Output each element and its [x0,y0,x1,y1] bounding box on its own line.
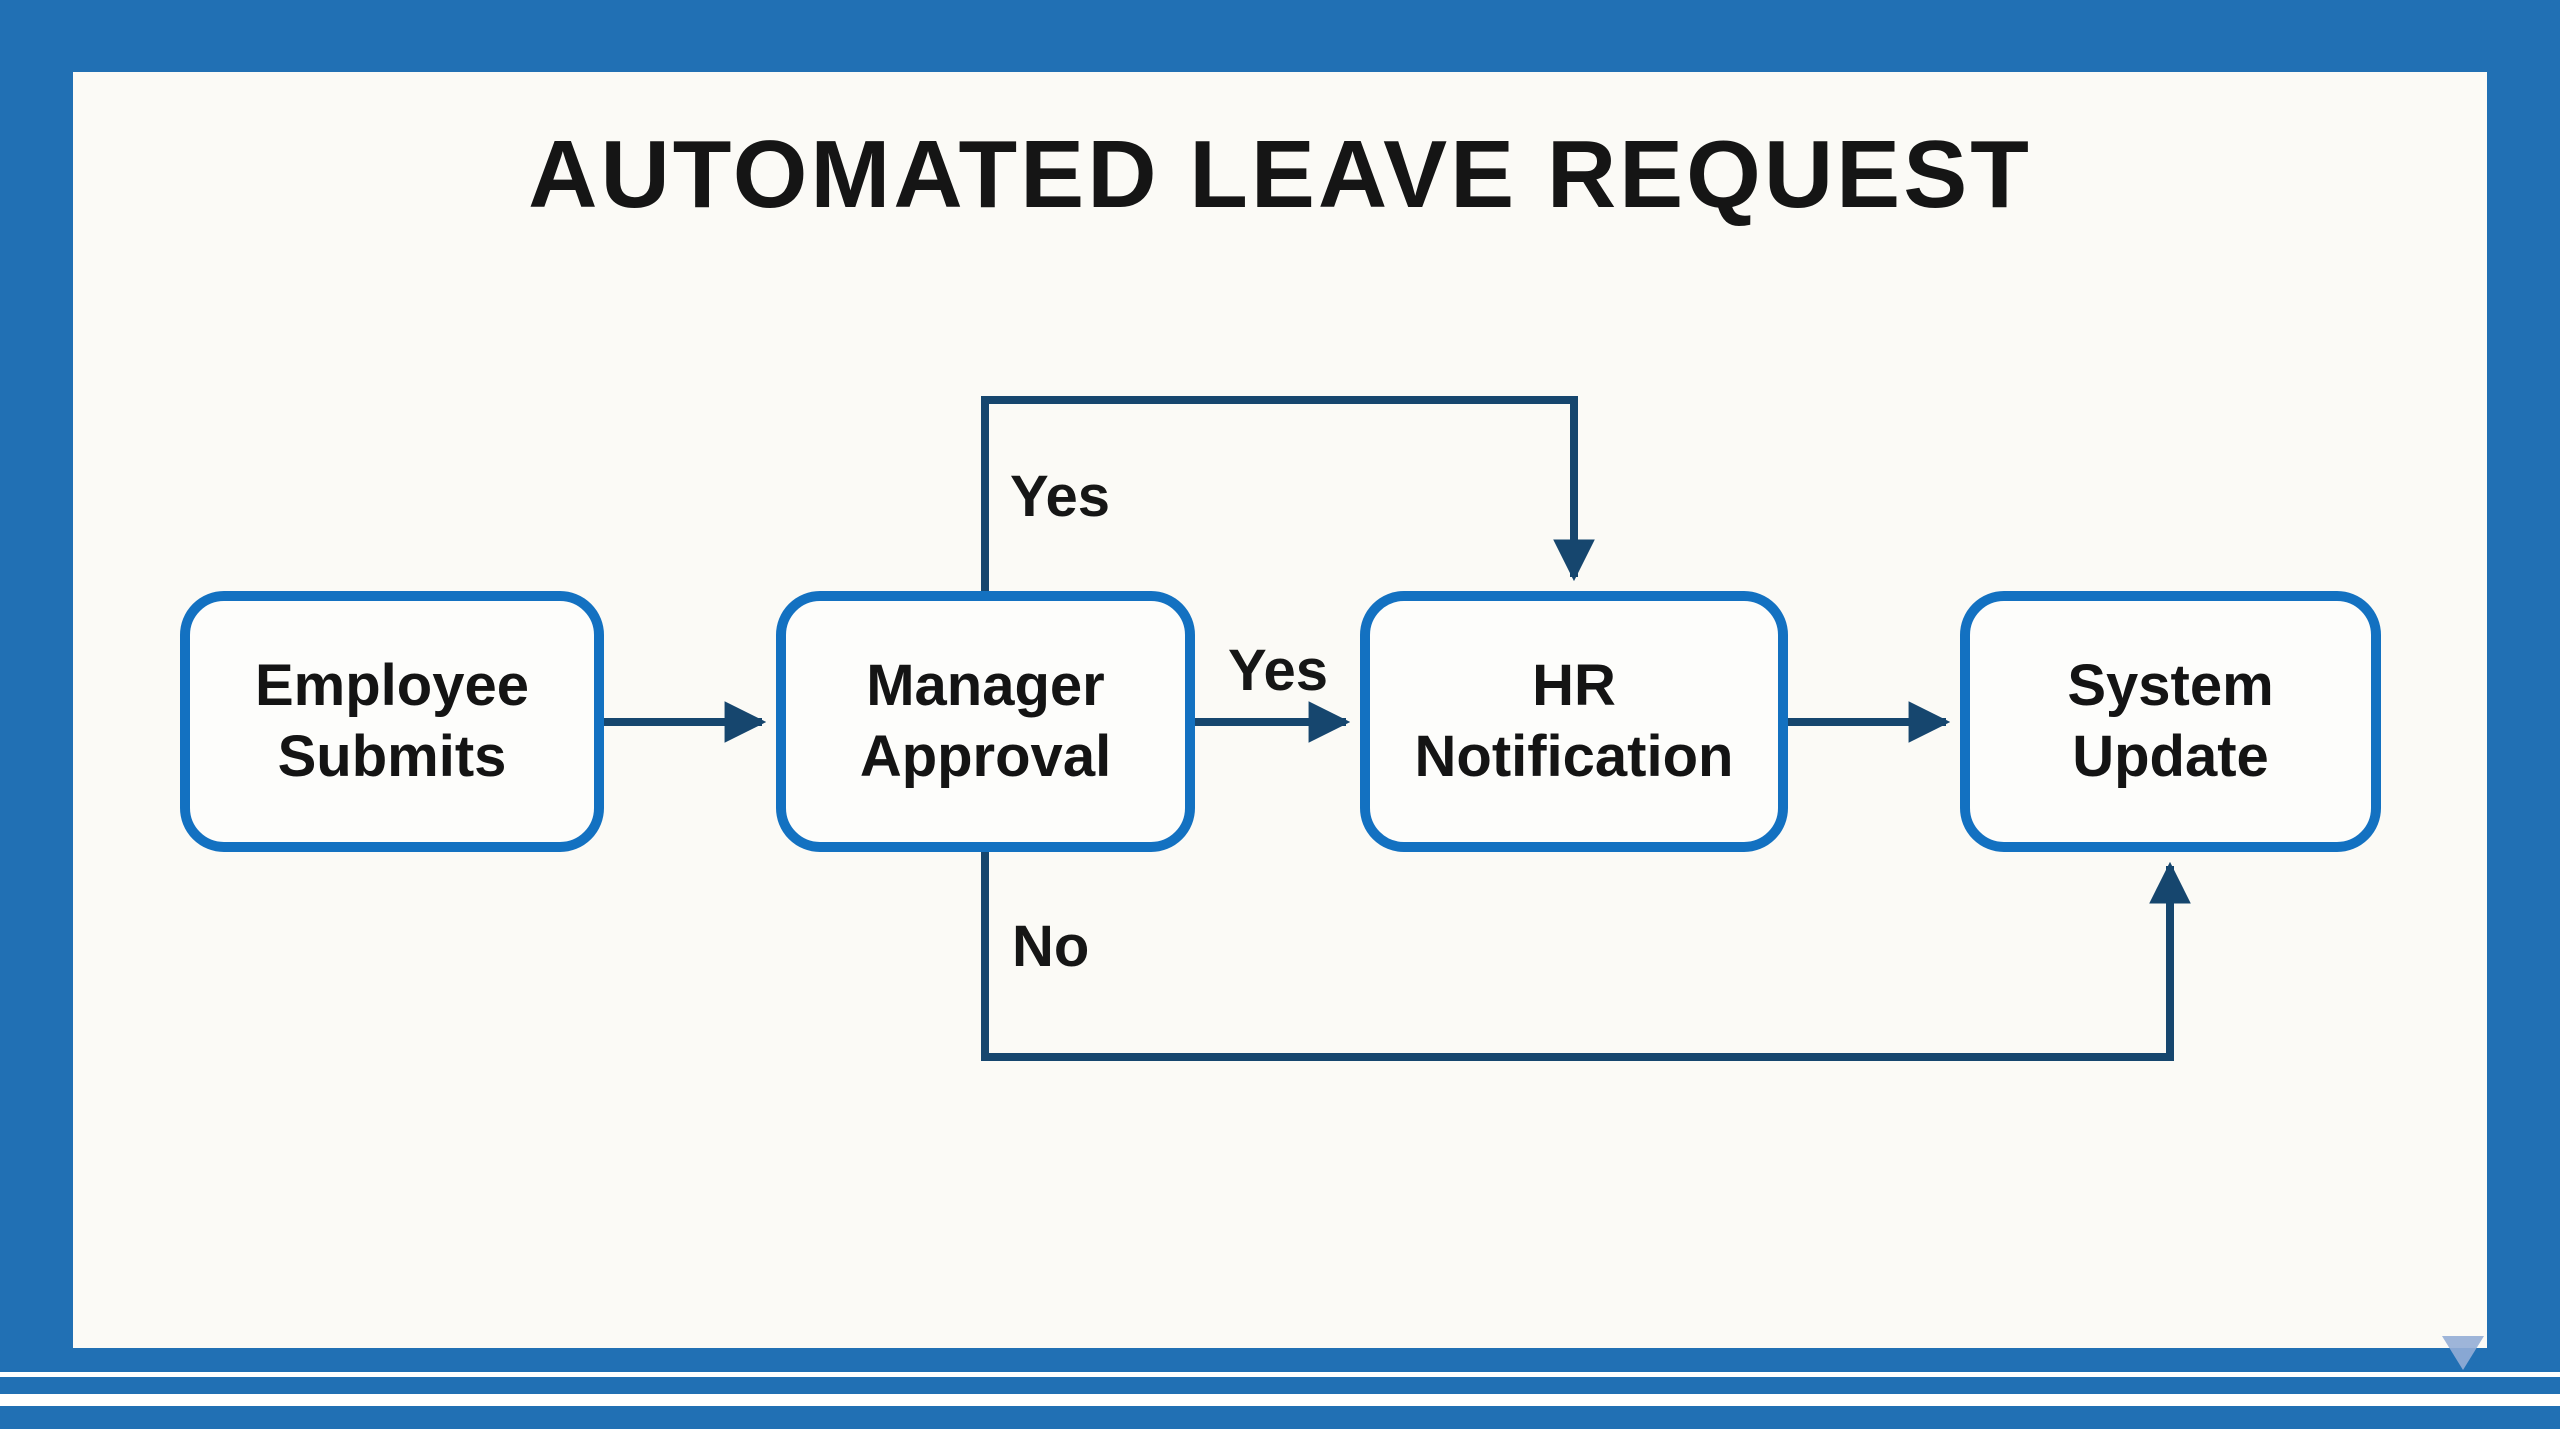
node-employee-submits: Employee Submits [180,591,604,852]
edge-label-yes-top: Yes [1010,464,1110,529]
bottom-divider-line-thin [0,1372,2560,1377]
node-hr-notification: HR Notification [1360,591,1788,852]
bottom-divider-line-thick [0,1394,2560,1406]
edge-label-yes-direct: Yes [1228,638,1328,703]
node-system-update: System Update [1960,591,2381,852]
edge-label-no-bottom: No [1012,914,1090,979]
triangle-down-icon [2442,1336,2484,1370]
diagram-title: AUTOMATED LEAVE REQUEST [528,121,2032,228]
node-manager-approval: Manager Approval [776,591,1195,852]
